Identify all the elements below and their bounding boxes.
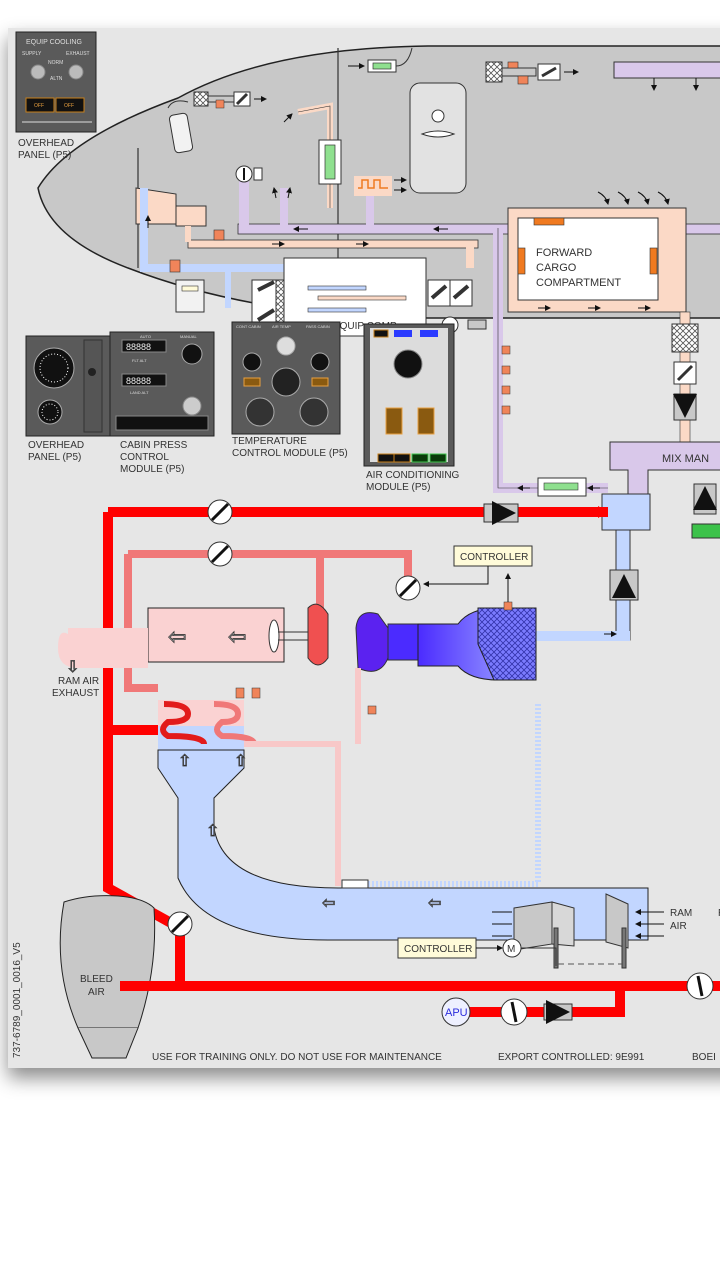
bleed-air-label-1: BLEED [80,974,113,985]
air-conditioning-schematic: ELEC EQUIP COMP FORWARD CARGO COMPARTMEN… [12,31,720,1063]
land-alt-label: LAND ALT [130,390,149,395]
apu-label: APU [445,1007,468,1019]
elec-equip-comp-label: ELEC EQUIP COMP [304,321,397,332]
air-conditioning-caption-2: MODULE (P5) [366,482,430,493]
door-icon [409,82,467,194]
equip-cooling-panel: EQUIP COOLING SUPPLY EXHAUST NORM ALTN O… [15,31,97,133]
equip-cooling-caption-1: OVERHEAD [18,138,74,149]
svg-text:⇩: ⇩ [66,659,79,676]
ram-air-exhaust-label-2: EXHAUST [52,688,99,699]
schematic-sheet: ELEC EQUIP COMP FORWARD CARGO COMPARTMEN… [8,28,720,1068]
forward-cargo-label-2: CARGO [536,262,577,274]
off-left-label: OFF [34,103,44,109]
flt-alt-label: FLT ALT [132,358,147,363]
doc-id: 737-6789_0001_0016_V5 [12,942,23,1058]
norm-label: NORM [48,60,63,66]
overhead-panel-caption-2: PANEL (P5) [28,452,81,463]
cont-cabin-label: CONT CABIN [236,324,261,329]
controller-top [453,545,533,567]
mix-manifold-label: MIX MAN [662,453,709,465]
exhaust-switch[interactable] [68,64,84,80]
export-notice: EXPORT CONTROLLED: 9E991 [498,1052,645,1063]
ram-air-in-label-2: AIR [670,921,687,932]
air-temp-label: AIR TEMP [272,324,291,329]
altn-label: ALTN [50,76,63,82]
cabin-press-caption-2: CONTROL [120,452,169,463]
air-conditioning-caption-1: AIR CONDITIONING [366,470,460,481]
land-alt-display: 88888 [126,376,151,386]
ram-air-exhaust-label-1: RAM AIR [58,676,99,687]
cabin-press-caption-3: MODULE (P5) [120,464,184,475]
off-right-label: OFF [64,103,74,109]
apu-icon [441,997,471,1027]
svg-text:⇧: ⇧ [178,753,191,770]
cabin-press-caption-1: CABIN PRESS [120,440,188,451]
controller-bottom-label: CONTROLLER [404,944,472,955]
switch-icon [175,279,205,313]
bleed-air-label-2: AIR [88,987,105,998]
svg-text:⇦: ⇦ [428,895,441,912]
ram-partial-label: R [718,908,720,919]
svg-text:⇧: ⇧ [206,823,219,840]
supply-label: SUPPLY [22,51,42,57]
air-conditioning-module [363,323,455,467]
controller-top-label: CONTROLLER [460,552,528,563]
overhead-panel [25,335,111,437]
pass-cabin-label: PASS CABIN [306,324,330,329]
forward-cargo-label-1: FORWARD [536,247,592,259]
exhaust-label: EXHAUST [66,51,90,57]
ram-air-in-label-1: RAM [670,908,692,919]
manual-label: MANUAL [180,334,197,339]
auto-label: AUTO [140,334,151,339]
cabin-press-module: AUTO MANUAL 88888 FLT ALT 88888 LAND ALT [109,331,215,437]
svg-text:⇦: ⇦ [228,624,246,649]
svg-text:⇦: ⇦ [322,895,335,912]
exhaust-off-light[interactable] [55,97,85,113]
motor-label: M [507,944,515,955]
brand-partial: BOEI [692,1052,716,1063]
forward-cargo-compartment [517,217,659,301]
equip-cooling-title: EQUIP COOLING [26,39,82,46]
mode-selector[interactable] [182,396,202,416]
temperature-control-module: CONT CABIN AIR TEMP PASS CABIN [231,321,341,435]
supply-switch[interactable] [30,64,46,80]
ram-air-duct [157,749,649,941]
temperature-caption-1: TEMPERATURE [232,436,307,447]
forward-cargo-label-3: COMPARTMENT [536,277,621,289]
outflow-valve-gauge [181,343,203,365]
svg-text:⇧: ⇧ [234,753,247,770]
temperature-caption-2: CONTROL MODULE (P5) [232,448,348,459]
turbine [355,612,389,672]
engine-nacelle [59,895,156,1029]
equip-cooling-caption-2: PANEL (P5) [18,150,71,161]
cont-cabin-selector[interactable] [245,397,275,427]
supply-off-light[interactable] [25,97,55,113]
filter-icon [485,61,503,83]
overhead-panel-caption-1: OVERHEAD [28,440,84,451]
pass-cabin-selector[interactable] [299,397,329,427]
flt-alt-display: 88888 [126,342,151,352]
training-notice: USE FOR TRAINING ONLY. DO NOT USE FOR MA… [152,1052,442,1063]
svg-text:⇦: ⇦ [168,624,186,649]
compressor [307,603,329,666]
